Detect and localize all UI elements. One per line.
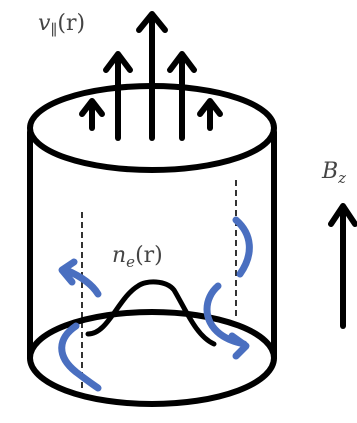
up-arrow-icon bbox=[328, 203, 357, 227]
up-arrow-icon bbox=[167, 51, 197, 73]
field-label: Bz bbox=[321, 159, 346, 187]
up-arrow-icon bbox=[197, 98, 223, 117]
flow-arrow-inner-left bbox=[103, 51, 133, 141]
dashed-guides bbox=[81, 180, 237, 390]
density-label: ne(r) bbox=[112, 243, 163, 271]
up-arrow-icon bbox=[136, 11, 168, 33]
up-arrow-icon bbox=[103, 51, 133, 73]
flow-arrow-outer-right bbox=[197, 98, 223, 131]
vortex-right bbox=[203, 216, 253, 360]
magnetic-field-arrow bbox=[328, 203, 357, 329]
vortex-left bbox=[58, 258, 102, 392]
flow-arrow-inner-right bbox=[167, 51, 197, 141]
flow-arrow-center bbox=[136, 11, 168, 141]
density-profile-curve bbox=[85, 279, 217, 347]
curved-arrow-icon bbox=[62, 266, 102, 298]
curved-arrow-icon bbox=[232, 216, 253, 278]
cylinder-bottom-ellipse bbox=[27, 309, 277, 407]
flow-arrow-outer-left bbox=[79, 98, 105, 131]
velocity-label: v∥(r) bbox=[38, 11, 85, 39]
parallel-flow-arrows bbox=[79, 11, 223, 141]
vortex-flow-arrows bbox=[58, 216, 253, 392]
up-arrow-icon bbox=[79, 98, 105, 117]
